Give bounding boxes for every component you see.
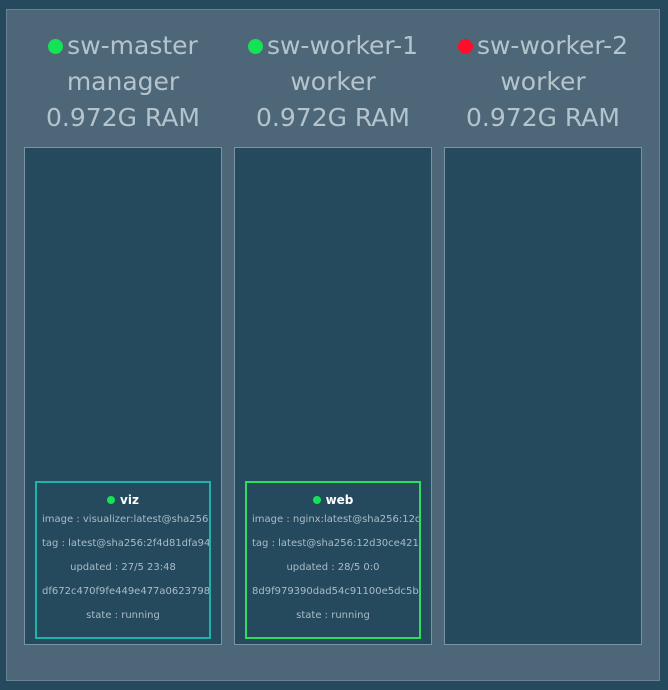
task-id: df672c470f9fe449e477a0623798656	[42, 586, 209, 597]
node-container	[444, 147, 642, 645]
node-role: worker	[290, 67, 376, 96]
node-name: sw-master	[67, 31, 198, 60]
task-updated: updated : 28/5 0:0	[286, 562, 380, 573]
task-image: image : visualizer:latest@sha256:2f4	[42, 514, 209, 525]
node-container: viz image : visualizer:latest@sha256:2f4…	[24, 147, 222, 645]
node-ram: 0.972G RAM	[46, 103, 200, 132]
task-name: web	[325, 493, 354, 507]
swarm-board: sw-master manager 0.972G RAM viz image :…	[6, 9, 660, 681]
online-status-dot-icon	[247, 38, 263, 54]
node-sw-master: sw-master manager 0.972G RAM viz image :…	[24, 10, 222, 645]
node-role: manager	[66, 67, 180, 96]
task-title: web	[247, 492, 419, 508]
task-id: 8d9f979390dad54c91100e5dc5bde9	[252, 586, 419, 597]
node-ram: 0.972G RAM	[256, 103, 410, 132]
running-status-dot-icon	[107, 496, 116, 504]
node-name: sw-worker-1	[266, 31, 419, 60]
node-container: web image : nginx:latest@sha256:12d30c t…	[234, 147, 432, 645]
node-name: sw-worker-2	[476, 31, 629, 60]
task-card-web[interactable]: web image : nginx:latest@sha256:12d30c t…	[245, 481, 421, 639]
node-header: sw-worker-1 worker 0.972G RAM	[234, 10, 432, 136]
task-image: image : nginx:latest@sha256:12d30c	[252, 514, 419, 525]
task-updated: updated : 27/5 23:48	[70, 562, 176, 573]
online-status-dot-icon	[48, 38, 64, 54]
task-state: state : running	[86, 610, 160, 621]
task-tag: tag : latest@sha256:2f4d81dfa94083	[42, 538, 209, 549]
node-role: worker	[500, 67, 586, 96]
task-tag: tag : latest@sha256:12d30ce421ad5	[252, 538, 419, 549]
node-header: sw-worker-2 worker 0.972G RAM	[444, 10, 642, 136]
task-state: state : running	[296, 610, 370, 621]
task-title: viz	[37, 492, 209, 508]
running-status-dot-icon	[312, 496, 321, 504]
node-sw-worker-2: sw-worker-2 worker 0.972G RAM	[444, 10, 642, 645]
task-name: viz	[120, 493, 139, 507]
node-sw-worker-1: sw-worker-1 worker 0.972G RAM web image …	[234, 10, 432, 645]
node-ram: 0.972G RAM	[466, 103, 620, 132]
task-card-viz[interactable]: viz image : visualizer:latest@sha256:2f4…	[35, 481, 211, 639]
offline-status-dot-icon	[457, 38, 473, 54]
node-header: sw-master manager 0.972G RAM	[24, 10, 222, 136]
